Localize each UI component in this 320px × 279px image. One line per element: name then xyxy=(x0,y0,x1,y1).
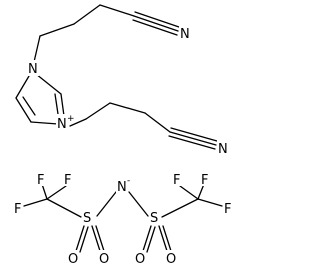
bond-s-o-left-b2 xyxy=(95,225,105,252)
bond-c2-n3-double xyxy=(54,93,59,115)
bond-c4-c5 xyxy=(15,97,32,123)
atom-f-left-top: F xyxy=(37,173,44,188)
bond-c-f4 xyxy=(179,185,199,200)
atom-labels: N N + N N F F F S O O N - S O O F xyxy=(13,25,233,267)
bond-chain-6 xyxy=(144,112,171,133)
bond-chain-3 xyxy=(99,4,135,17)
bond-s-n-left xyxy=(96,191,117,217)
atom-s-right: S xyxy=(150,211,158,226)
bond-triple-f xyxy=(168,135,216,150)
bond-triple-b xyxy=(134,11,180,28)
atom-f-left: F xyxy=(14,202,21,217)
top-cyanopropyl-chain xyxy=(33,4,180,63)
bottom-cyanopropyl-chain xyxy=(69,102,218,150)
atom-n-center: N xyxy=(117,180,127,195)
bond-s-o-left-b xyxy=(91,225,101,252)
bond-triple-a xyxy=(133,15,179,32)
bond-s-o-right-b2 xyxy=(162,225,172,252)
bond-c2-n3 xyxy=(60,93,65,117)
atom-nitrile-n-bottom: N xyxy=(218,142,228,157)
bond-s-c-right xyxy=(161,198,199,218)
bond-s-o-right-b xyxy=(158,225,168,252)
atom-f-right: F xyxy=(224,202,231,217)
bond-n1-ch2 xyxy=(33,35,41,63)
anion-bonds xyxy=(23,183,223,253)
imidazolium-ring xyxy=(15,73,65,125)
bond-n1-c2 xyxy=(35,73,62,95)
bond-triple-d xyxy=(169,131,217,146)
structure-svg: N N + N N F F F S O O N - S O O F xyxy=(13,4,233,267)
bond-s-o-right-a xyxy=(142,225,152,252)
bond-c-f2 xyxy=(46,185,67,200)
bond-chain-4 xyxy=(85,102,111,120)
bond-chain-5 xyxy=(109,102,146,114)
bond-triple-e xyxy=(170,127,218,142)
bond-c4-c5-double xyxy=(22,96,36,116)
bond-c-f5 xyxy=(197,183,205,200)
bond-s-o-left-a xyxy=(75,225,85,252)
bond-c-f3 xyxy=(23,198,48,207)
structure-diagram: N N + N N F F F S O O N - S O O F xyxy=(13,4,233,267)
bond-s-o-left-a2 xyxy=(79,226,89,253)
atom-n1: N xyxy=(28,62,38,77)
atom-nitrile-n-top: N xyxy=(180,27,190,42)
bond-n3-ch2 xyxy=(69,118,87,127)
bond-chain-1 xyxy=(39,23,75,37)
bond-chain-2 xyxy=(73,4,101,25)
atom-o-left-b: O xyxy=(99,252,109,267)
bond-c-f6 xyxy=(197,198,223,207)
atom-o-left-a: O xyxy=(68,252,78,267)
n3-charge: + xyxy=(67,114,75,124)
atom-o-right-b: O xyxy=(166,252,176,267)
bond-s-o-right-a2 xyxy=(146,226,156,253)
atom-s-left: S xyxy=(83,211,91,226)
atom-o-right-a: O xyxy=(135,252,145,267)
bond-c-f1 xyxy=(41,183,48,200)
atom-f-left-top2: F xyxy=(64,173,71,188)
bond-n-s-right xyxy=(128,191,149,217)
bond-n3-c4 xyxy=(30,121,59,125)
n-center-charge: - xyxy=(127,176,130,186)
atom-n3: N xyxy=(57,117,67,132)
bond-c-s-left xyxy=(46,198,82,218)
atom-f-right-top: F xyxy=(173,173,180,188)
atom-f-right-top2: F xyxy=(201,173,208,188)
bond-triple-c xyxy=(132,19,178,36)
bond-c5-n1 xyxy=(15,75,30,99)
